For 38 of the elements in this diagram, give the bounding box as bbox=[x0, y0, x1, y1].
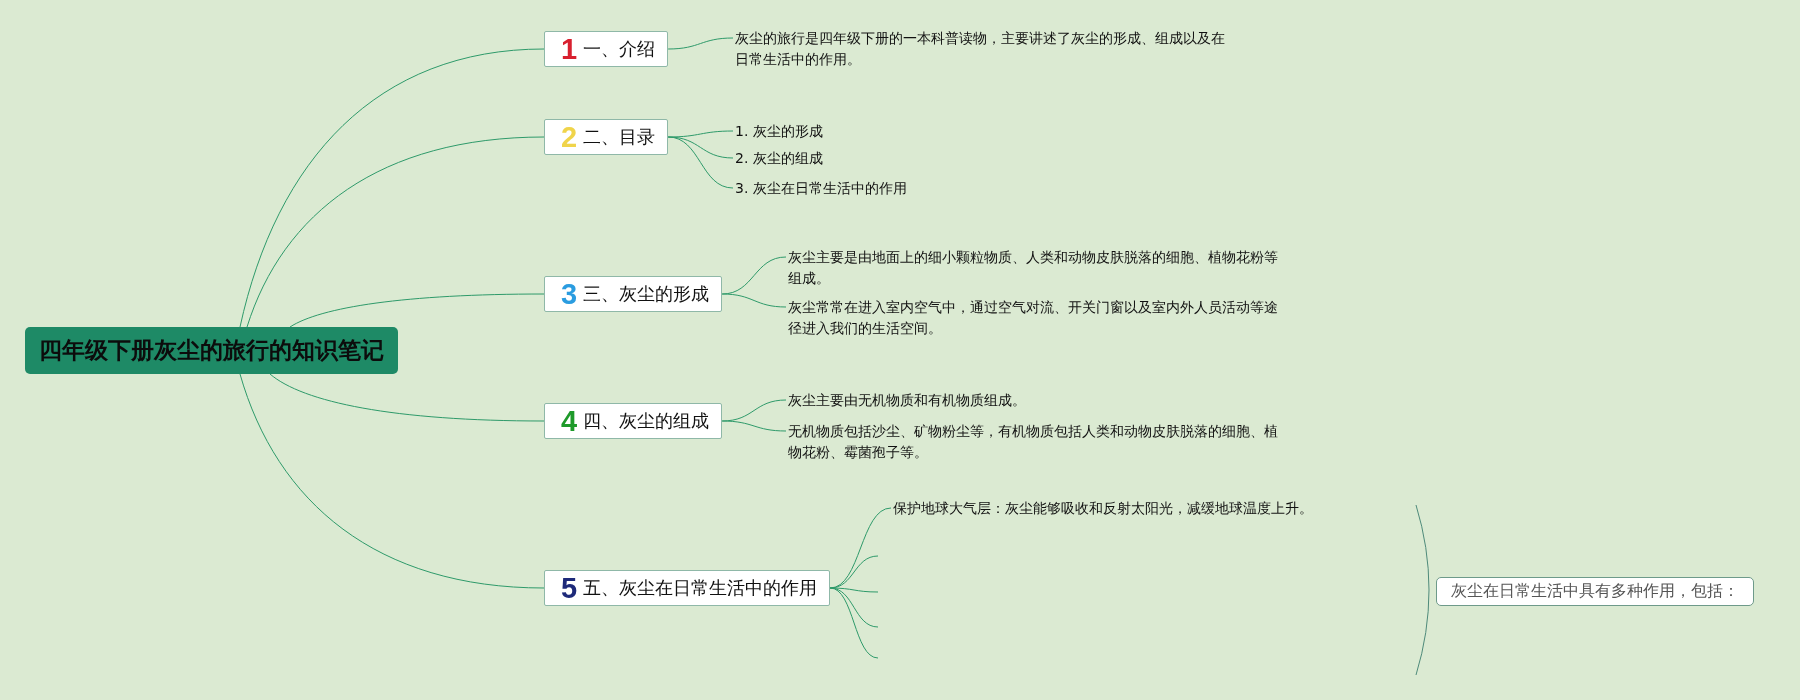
branch-line bbox=[667, 136, 734, 189]
branch-line bbox=[721, 293, 787, 308]
branch-line bbox=[269, 373, 545, 422]
topic-number: 4 bbox=[561, 406, 578, 436]
note-text: 灰尘常常在进入室内空气中，通过空气对流、开关门窗以及室内外人员活动等途径进入我们的生活空间。 bbox=[788, 297, 1288, 339]
branch-line bbox=[721, 420, 787, 432]
topic-title: 二、目录 bbox=[583, 125, 656, 149]
branch-line bbox=[239, 373, 545, 589]
summary-box: 灰尘在日常生活中具有多种作用，包括： bbox=[1436, 577, 1754, 606]
topic-title: 三、灰尘的形成 bbox=[583, 282, 710, 306]
note-text: 灰尘主要是由地面上的细小颗粒物质、人类和动物皮肤脱落的细胞、植物花粉等组成。 bbox=[788, 247, 1288, 289]
topic-box bbox=[544, 570, 831, 606]
branch-line bbox=[829, 587, 879, 659]
branch-line bbox=[289, 293, 545, 328]
topic-number: 5 bbox=[561, 573, 578, 603]
note-text: 灰尘主要由无机物质和有机物质组成。 bbox=[788, 390, 1296, 411]
note-text: 无机物质包括沙尘、矿物粉尘等，有机物质包括人类和动物皮肤脱落的细胞、植物花粉、霉菌孢子等。 bbox=[788, 421, 1288, 463]
topic-title: 五、灰尘在日常生活中的作用 bbox=[583, 576, 818, 600]
branch-line bbox=[667, 37, 734, 50]
note-text: 3. 灰尘在日常生活中的作用 bbox=[735, 178, 907, 199]
central-topic: 四年级下册灰尘的旅行的知识笔记 bbox=[25, 327, 398, 374]
topic-box bbox=[544, 31, 669, 67]
topic-box bbox=[544, 276, 723, 312]
topic-number: 3 bbox=[561, 279, 578, 309]
topic-title: 四、灰尘的组成 bbox=[583, 409, 710, 433]
note-text: 灰尘的旅行是四年级下册的一本科普读物，主要讲述了灰尘的形成、组成以及在日常生活中的作用。 bbox=[735, 28, 1230, 70]
topic-number: 2 bbox=[561, 122, 578, 152]
branch-line bbox=[667, 136, 734, 159]
branch-line bbox=[829, 587, 879, 628]
topic-box bbox=[544, 119, 669, 155]
note-text: 保护地球大气层：灰尘能够吸收和反射太阳光，减缓地球温度上升。 bbox=[893, 498, 1313, 519]
topic-box bbox=[544, 403, 723, 439]
branch-line bbox=[239, 48, 545, 328]
note-text: 2. 灰尘的组成 bbox=[735, 148, 823, 169]
branch-line bbox=[246, 136, 545, 328]
note-text: 1. 灰尘的形成 bbox=[735, 121, 823, 142]
topic-title: 一、介绍 bbox=[583, 37, 656, 61]
topic-number: 1 bbox=[561, 34, 578, 64]
